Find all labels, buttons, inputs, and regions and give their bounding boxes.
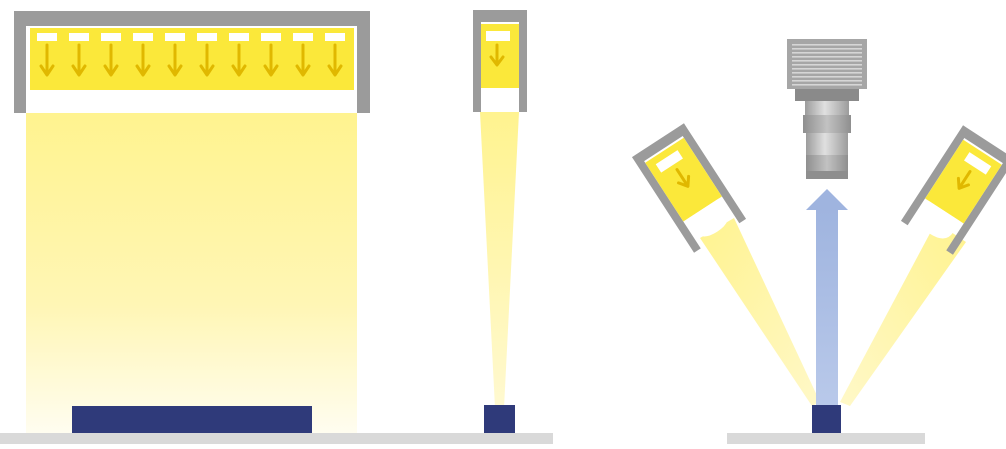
view-arrow-head xyxy=(806,189,848,210)
camera-lens-ring-2 xyxy=(803,115,851,133)
area-light-arrow xyxy=(199,43,215,77)
angled-light-right-led xyxy=(964,152,992,175)
stage-left xyxy=(0,433,553,444)
camera-fin xyxy=(792,52,862,54)
area-light-arrow xyxy=(135,43,151,77)
camera-lens-ring-1 xyxy=(805,101,849,115)
angled-light-left-lens xyxy=(686,198,729,237)
camera-fin xyxy=(792,80,862,82)
target-object-small xyxy=(484,405,515,433)
target-object-wide xyxy=(72,406,312,433)
area-light-led xyxy=(101,33,121,41)
camera-fin xyxy=(792,44,862,46)
view-arrow-shaft xyxy=(816,208,838,406)
area-light-icon xyxy=(14,11,370,433)
area-light-arrow xyxy=(39,43,55,77)
camera-icon xyxy=(787,39,867,179)
area-light-leds xyxy=(37,33,345,77)
angled-light-left-led xyxy=(655,150,683,173)
angled-light-left-arrow xyxy=(675,168,691,188)
angled-beam-left xyxy=(700,218,820,406)
camera-fin xyxy=(792,56,862,58)
angled-light-right-lens xyxy=(918,200,961,239)
area-light-housing xyxy=(14,11,370,113)
spot-light-lens xyxy=(484,88,516,112)
spot-light-led xyxy=(486,31,510,41)
camera-fin xyxy=(792,48,862,50)
area-light-arrow xyxy=(167,43,183,77)
area-light-led xyxy=(165,33,185,41)
area-light-arrow xyxy=(71,43,87,77)
area-light-led xyxy=(197,33,217,41)
area-light-led xyxy=(69,33,89,41)
area-light-arrow xyxy=(263,43,279,77)
area-light-arrow xyxy=(327,43,343,77)
camera-mount xyxy=(795,89,859,101)
angled-light-right-housing xyxy=(900,125,1006,255)
camera-fin xyxy=(792,84,862,86)
area-light-led xyxy=(37,33,57,41)
up-arrow-icon xyxy=(806,189,848,406)
spot-light-housing xyxy=(473,10,527,112)
camera-fin xyxy=(792,76,862,78)
camera-fins xyxy=(792,44,862,86)
angled-light-right-arrow xyxy=(956,170,972,190)
camera-fin xyxy=(792,64,862,66)
area-light-arrow xyxy=(295,43,311,77)
area-light-diffuser xyxy=(26,90,357,113)
area-light-beam xyxy=(26,113,357,433)
area-light-led xyxy=(325,33,345,41)
spot-light-beam xyxy=(480,112,519,408)
area-light-led xyxy=(229,33,249,41)
camera-fin xyxy=(792,60,862,62)
camera-lens-front xyxy=(806,171,848,179)
area-light-led xyxy=(133,33,153,41)
spot-light-arrow xyxy=(489,43,505,67)
target-object-icon xyxy=(812,405,841,433)
area-light-led xyxy=(293,33,313,41)
stage-right xyxy=(727,433,925,444)
camera-lens-ring-3 xyxy=(806,133,848,155)
camera-fin xyxy=(792,68,862,70)
angled-spot-light-icon xyxy=(631,123,747,253)
camera-lens-ring-4 xyxy=(806,155,848,171)
camera-fin xyxy=(792,72,862,74)
angled-beam-right xyxy=(840,222,966,406)
angled-spot-light-icon xyxy=(900,125,1006,255)
area-light-arrow xyxy=(103,43,119,77)
area-light-led xyxy=(261,33,281,41)
angled-light-left-housing xyxy=(631,123,747,253)
spot-light-icon xyxy=(473,10,527,408)
area-light-arrow xyxy=(231,43,247,77)
